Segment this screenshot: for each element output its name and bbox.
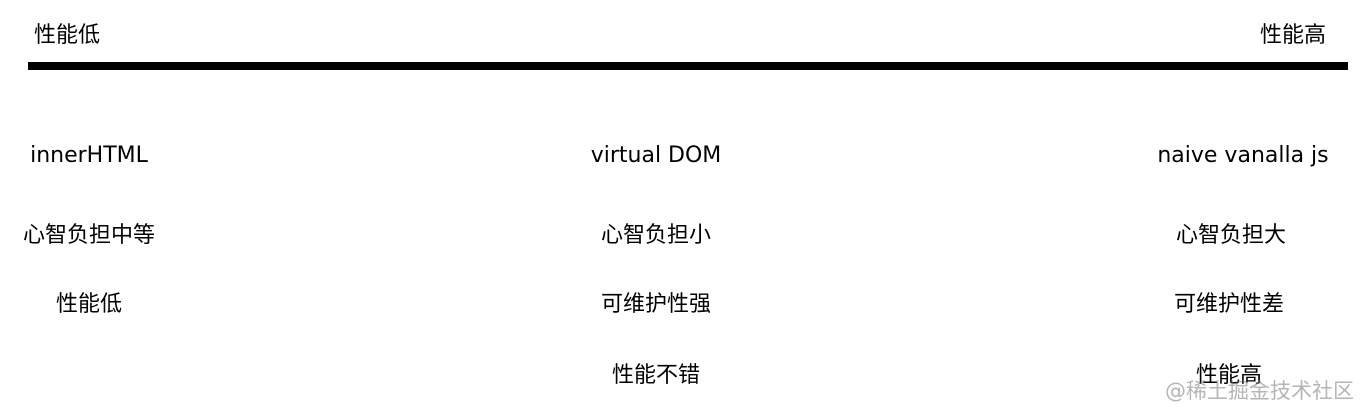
column-vanilla-js-performance: 性能高	[1195, 363, 1263, 388]
column-virtual-dom-title: virtual DOM	[590, 143, 722, 168]
column-innerhtml-mental-load: 心智负担中等	[22, 223, 156, 248]
watermark: @稀土掘金技术社区	[1165, 379, 1354, 403]
column-vanilla-js-maintainability: 可维护性差	[1173, 292, 1285, 317]
column-virtual-dom-maintainability: 可维护性强	[600, 292, 712, 317]
axis-left-label: 性能低	[34, 23, 101, 48]
column-vanilla-js-title: naive vanalla js	[1157, 143, 1329, 168]
axis-right-label: 性能高	[1259, 23, 1326, 48]
column-innerhtml-performance: 性能低	[55, 292, 123, 317]
column-innerhtml-title: innerHTML	[30, 143, 148, 168]
column-virtual-dom-performance: 性能不错	[611, 363, 701, 388]
column-virtual-dom-mental-load: 心智负担小	[600, 223, 712, 248]
column-vanilla-js-mental-load: 心智负担大	[1175, 223, 1287, 248]
performance-axis-bar	[28, 62, 1348, 70]
